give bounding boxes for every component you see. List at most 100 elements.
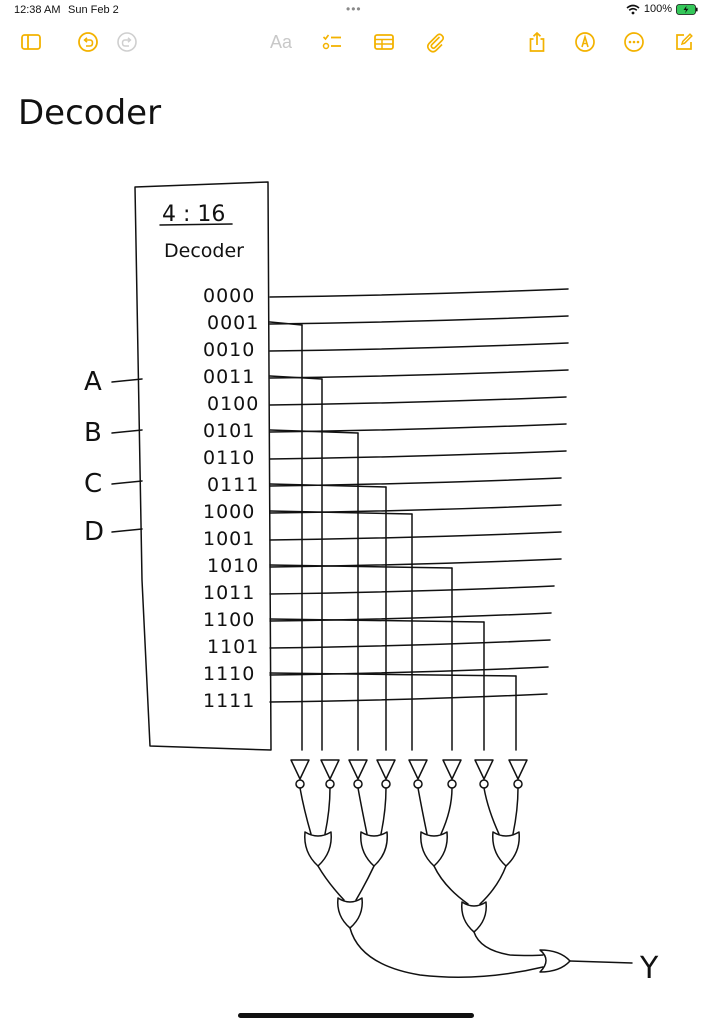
markup-button[interactable] xyxy=(571,28,599,56)
or-gate-l1-1 xyxy=(360,831,388,867)
wire-b-2 xyxy=(440,787,453,835)
undo-button[interactable] xyxy=(74,28,102,56)
output-line-1101 xyxy=(269,639,551,649)
wire-final-a xyxy=(349,927,544,978)
attachment-button[interactable] xyxy=(421,28,449,56)
output-code-0000: 0000 xyxy=(203,285,255,307)
sidebar-button[interactable] xyxy=(17,28,45,56)
input-line-a xyxy=(111,378,143,383)
not-gate-3 xyxy=(376,759,396,780)
not-gate-2 xyxy=(348,759,368,780)
input-label-a: A xyxy=(84,367,102,397)
output-line-1100 xyxy=(269,612,552,622)
output-code-1101: 1101 xyxy=(207,636,259,658)
input-label-d: D xyxy=(84,517,104,547)
share-icon xyxy=(529,31,545,52)
wire-a-2 xyxy=(417,787,428,835)
redo-button[interactable] xyxy=(113,28,141,56)
not-gate-0 xyxy=(290,759,310,780)
tap-stub-2 xyxy=(269,429,359,434)
battery-percent: 100% xyxy=(643,3,672,15)
output-line-1010 xyxy=(269,558,562,568)
wire-b-3 xyxy=(512,787,519,835)
tap-stub-4 xyxy=(269,510,413,515)
output-code-0011: 0011 xyxy=(203,366,255,388)
decoder-block xyxy=(134,181,272,751)
tap-stub-1 xyxy=(269,375,323,380)
wire-output-y xyxy=(569,960,633,964)
tap-stub-5 xyxy=(269,564,453,569)
not-gate-bubble-3 xyxy=(381,779,391,789)
title-underline xyxy=(159,223,233,226)
not-gate-bubble-6 xyxy=(479,779,489,789)
attachment-icon xyxy=(426,33,445,53)
markup-icon xyxy=(575,32,595,52)
wire-final-b xyxy=(473,931,544,957)
tap-stub-7 xyxy=(269,672,517,677)
output-code-0001: 0001 xyxy=(207,312,259,334)
output-line-0000 xyxy=(269,288,569,298)
not-gate-bubble-1 xyxy=(325,779,335,789)
tap-lines xyxy=(269,321,517,751)
status-time: 12:38 AM xyxy=(14,4,61,16)
note-title: Decoder xyxy=(18,93,161,133)
input-line-d xyxy=(111,528,143,533)
output-code-0111: 0111 xyxy=(207,474,259,496)
not-gate-bubble-7 xyxy=(513,779,523,789)
or-gate-l2-0 xyxy=(337,897,363,929)
or-gate-l1-2 xyxy=(420,831,448,867)
status-bar: 12:38 AM Sun Feb 2 ••• 100% xyxy=(0,0,712,22)
home-indicator[interactable] xyxy=(238,1013,474,1018)
format-button[interactable]: Aa xyxy=(269,32,293,52)
input-label-c: C xyxy=(84,469,102,499)
output-code-1001: 1001 xyxy=(203,528,255,550)
not-gate-bubble-4 xyxy=(413,779,423,789)
checklist-icon xyxy=(322,34,341,50)
output-code-1110: 1110 xyxy=(203,663,255,685)
output-line-0001 xyxy=(269,315,569,325)
output-line-0110 xyxy=(269,450,567,460)
wire-l2-b-1 xyxy=(479,865,507,905)
sidebar-icon xyxy=(21,34,41,50)
compose-icon xyxy=(676,33,693,50)
more-icon xyxy=(624,32,644,52)
output-line-1110 xyxy=(269,666,549,676)
notes-toolbar: Aa xyxy=(0,28,712,58)
output-code-1100: 1100 xyxy=(203,609,255,631)
not-gate-bubble-2 xyxy=(353,779,363,789)
output-code-0110: 0110 xyxy=(203,447,255,469)
wire-l2-a-1 xyxy=(433,865,469,905)
not-gate-7 xyxy=(508,759,528,780)
output-code-0101: 0101 xyxy=(203,420,255,442)
share-button[interactable] xyxy=(523,28,551,56)
wire-a-0 xyxy=(299,787,312,835)
wire-b-1 xyxy=(380,787,387,835)
checklist-button[interactable] xyxy=(318,28,346,56)
multitasking-dots-icon[interactable]: ••• xyxy=(346,2,362,16)
wire-b-0 xyxy=(324,787,331,835)
not-gate-bubble-5 xyxy=(447,779,457,789)
battery-charging-icon xyxy=(676,3,698,15)
input-line-c xyxy=(111,480,143,485)
output-code-1111: 1111 xyxy=(203,690,255,712)
redo-icon xyxy=(117,32,137,52)
output-code-0010: 0010 xyxy=(203,339,255,361)
table-button[interactable] xyxy=(370,28,398,56)
status-date: Sun Feb 2 xyxy=(68,4,119,16)
wifi-icon xyxy=(626,4,640,14)
wire-a-3 xyxy=(483,787,500,835)
or-gate-l2-1 xyxy=(461,901,487,933)
more-button[interactable] xyxy=(620,28,648,56)
input-line-b xyxy=(111,429,143,434)
tap-stub-0 xyxy=(269,321,303,326)
tap-stub-3 xyxy=(269,483,387,488)
output-code-1010: 1010 xyxy=(207,555,259,577)
not-gate-1 xyxy=(320,759,340,780)
not-gate-4 xyxy=(408,759,428,780)
compose-button[interactable] xyxy=(670,28,698,56)
output-line-1011 xyxy=(269,585,555,595)
not-gate-bubble-0 xyxy=(295,779,305,789)
or-gate-l1-3 xyxy=(492,831,520,867)
